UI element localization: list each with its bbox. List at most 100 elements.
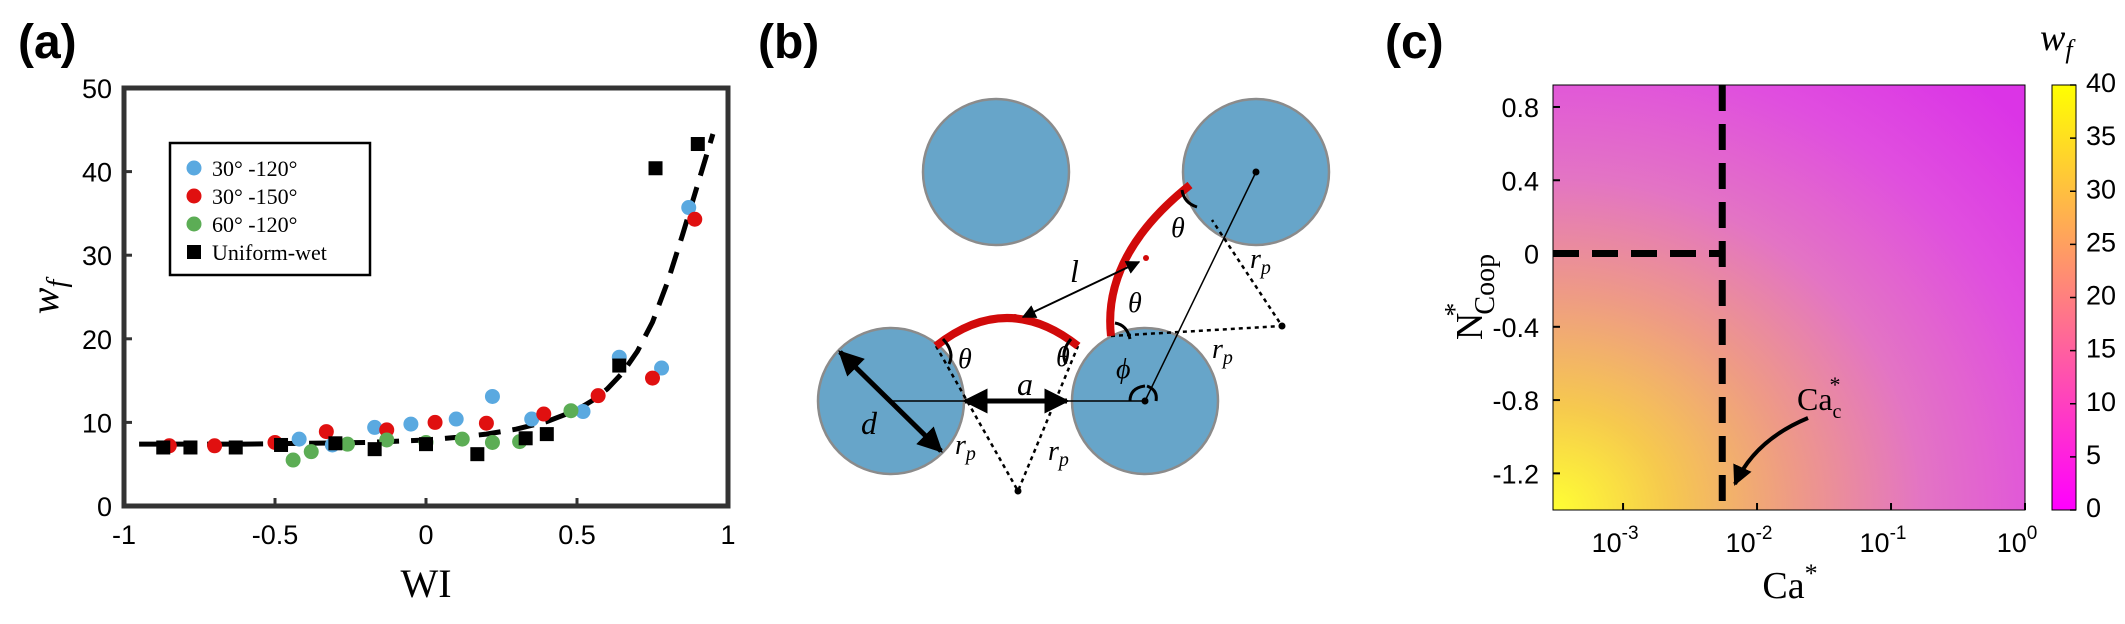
point-circle bbox=[403, 416, 419, 432]
point-circle bbox=[484, 388, 500, 404]
legend-marker bbox=[186, 216, 202, 232]
angle-arc-phi bbox=[1128, 384, 1158, 402]
panel-b: (b) l a d θ θ bbox=[758, 16, 1331, 495]
point-square bbox=[648, 161, 663, 176]
y-tick-label: 30 bbox=[82, 241, 112, 271]
y-axis-label-c: N*Coop bbox=[1440, 254, 1501, 340]
y-axis-ticks-c: 0.80.40-0.4-0.8-1.2 bbox=[1492, 93, 1560, 489]
point-circle bbox=[303, 444, 319, 460]
legend-entry: Uniform-wet bbox=[212, 240, 327, 265]
y-tick-label: 0 bbox=[97, 492, 112, 522]
annotation-critical-ca: Cac* bbox=[1797, 372, 1842, 423]
point-circle bbox=[645, 370, 660, 386]
point-circle bbox=[590, 388, 606, 404]
heatmap bbox=[1553, 85, 2025, 510]
grain-center-dot-top bbox=[1252, 168, 1260, 176]
y-tick-label: 50 bbox=[82, 74, 112, 104]
y-tick-label: 20 bbox=[82, 325, 112, 355]
point-circle bbox=[339, 436, 355, 452]
point-circle bbox=[454, 431, 470, 447]
meniscus-bottom bbox=[933, 314, 1081, 350]
x-tick-label: -1 bbox=[112, 520, 136, 550]
label-theta-4: θ bbox=[1171, 213, 1185, 244]
legend-entry: 60° -120° bbox=[212, 212, 297, 237]
label-a: a bbox=[1017, 366, 1033, 402]
x-tick-label: 10-1 bbox=[1860, 523, 1907, 558]
y-tick-label: 0 bbox=[1524, 240, 1539, 270]
dot-bottom bbox=[1014, 487, 1022, 495]
point-circle bbox=[367, 419, 383, 435]
point-circle bbox=[687, 211, 703, 227]
point-circle bbox=[575, 404, 591, 420]
colorbar-tick-label: 40 bbox=[2086, 68, 2116, 98]
point-circle bbox=[291, 431, 307, 447]
angle-arc-theta-3 bbox=[1114, 321, 1132, 340]
meniscus-midpoint-2 bbox=[1143, 255, 1149, 261]
point-square bbox=[367, 442, 382, 457]
y-tick-label: 10 bbox=[82, 408, 112, 438]
y-axis-label-a: wf bbox=[22, 277, 73, 315]
fit-curve bbox=[139, 133, 716, 447]
heatmap-frame bbox=[1552, 84, 2026, 511]
label-l: l bbox=[1070, 253, 1079, 289]
point-square bbox=[228, 440, 243, 455]
x-tick-label: 1 bbox=[720, 520, 735, 550]
length-l-arrow bbox=[1021, 261, 1141, 318]
legend-a: 30° -120° 30° -150° 60° -120° Uniform-wet bbox=[168, 141, 372, 277]
point-circle bbox=[427, 414, 443, 430]
point-square bbox=[518, 431, 533, 446]
x-tick-label: -0.5 bbox=[252, 520, 299, 550]
label-phi: ϕ bbox=[1116, 354, 1131, 385]
point-circle bbox=[285, 452, 301, 468]
label-rp-4: rp bbox=[1212, 334, 1233, 369]
point-circle bbox=[563, 403, 579, 419]
label-theta-3: θ bbox=[1128, 288, 1142, 319]
legend-marker bbox=[186, 188, 202, 204]
grain-center-dot bbox=[1141, 397, 1149, 405]
legend-entry: 30° -150° bbox=[212, 184, 297, 209]
x-tick-label: 100 bbox=[1997, 523, 2038, 558]
colorbar-tick-label: 15 bbox=[2086, 334, 2116, 364]
point-circle bbox=[484, 434, 500, 450]
legend-marker bbox=[187, 245, 201, 259]
y-tick-label: -0.8 bbox=[1492, 386, 1539, 416]
legend-marker bbox=[186, 160, 202, 176]
colorbar-tick-label: 25 bbox=[2086, 227, 2116, 257]
label-d: d bbox=[861, 405, 878, 441]
angle-arc-theta-2 bbox=[1062, 338, 1073, 365]
point-circle bbox=[318, 424, 334, 440]
point-circle bbox=[478, 415, 494, 431]
point-square bbox=[328, 436, 343, 451]
point-circle bbox=[654, 360, 670, 376]
colorbar-tick-label: 35 bbox=[2086, 121, 2116, 151]
data-points bbox=[156, 137, 705, 468]
point-square bbox=[274, 437, 289, 452]
colorbar-tick-label: 0 bbox=[2086, 493, 2101, 523]
meniscus-midpoint bbox=[1012, 314, 1018, 320]
point-square bbox=[612, 358, 627, 373]
y-tick-label: 0.8 bbox=[1501, 93, 1539, 123]
label-rp-1: rp bbox=[955, 430, 976, 465]
y-tick-label: 40 bbox=[82, 158, 112, 188]
x-axis-label-a: WI bbox=[400, 561, 451, 606]
grain-top-left bbox=[921, 97, 1071, 247]
y-tick-label: -0.4 bbox=[1492, 313, 1539, 343]
point-square bbox=[183, 440, 198, 455]
x-tick-label: 10-2 bbox=[1726, 523, 1773, 558]
meniscus-left bbox=[1106, 181, 1193, 337]
x-tick-label: 0 bbox=[418, 520, 433, 550]
point-square bbox=[470, 447, 485, 462]
legend-entry: 30° -120° bbox=[212, 156, 297, 181]
angle-arc-theta-1 bbox=[941, 337, 953, 365]
colorbar-tick-label: 20 bbox=[2086, 281, 2116, 311]
label-rp-3: rp bbox=[1250, 244, 1271, 279]
panel-label-b: (b) bbox=[758, 16, 819, 69]
point-square bbox=[539, 427, 554, 442]
label-rp-2: rp bbox=[1048, 436, 1069, 471]
